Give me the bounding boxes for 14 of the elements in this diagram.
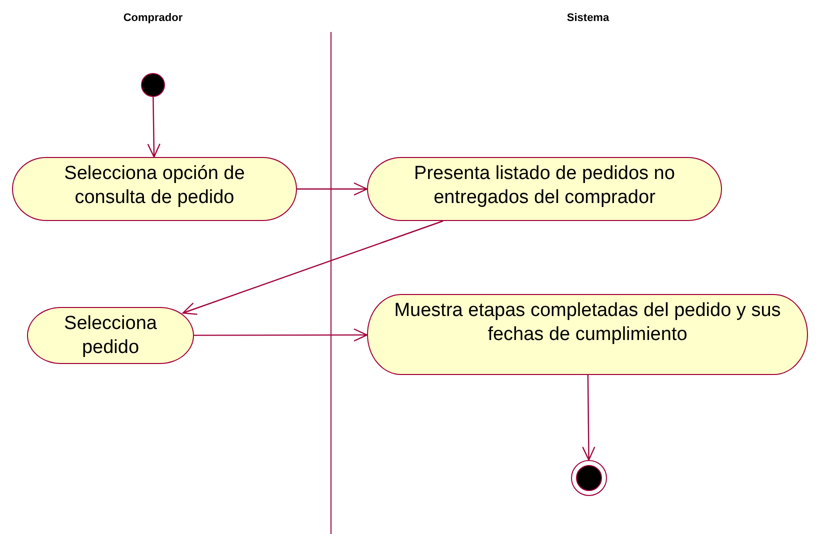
activity-text: Selecciona pedido	[63, 312, 158, 360]
arrow	[194, 328, 368, 342]
arrow	[182, 220, 444, 315]
activity-box	[27, 307, 194, 364]
swimlane-title: Comprador	[122, 11, 184, 26]
arrow	[147, 97, 160, 158]
activity-text: Muestra etapas completadas del pedido y sus fechas de cumplimiento	[393, 299, 782, 347]
activity-text: Presenta listado de pedidos no entregados del comprador	[413, 162, 676, 210]
start-node	[141, 73, 165, 97]
end-node	[571, 460, 607, 496]
arrow	[582, 375, 596, 461]
arrow	[297, 182, 368, 196]
activity-text: Selecciona opción de consulta de pedido	[63, 162, 246, 210]
swimlane-title: Sistema	[566, 11, 610, 26]
